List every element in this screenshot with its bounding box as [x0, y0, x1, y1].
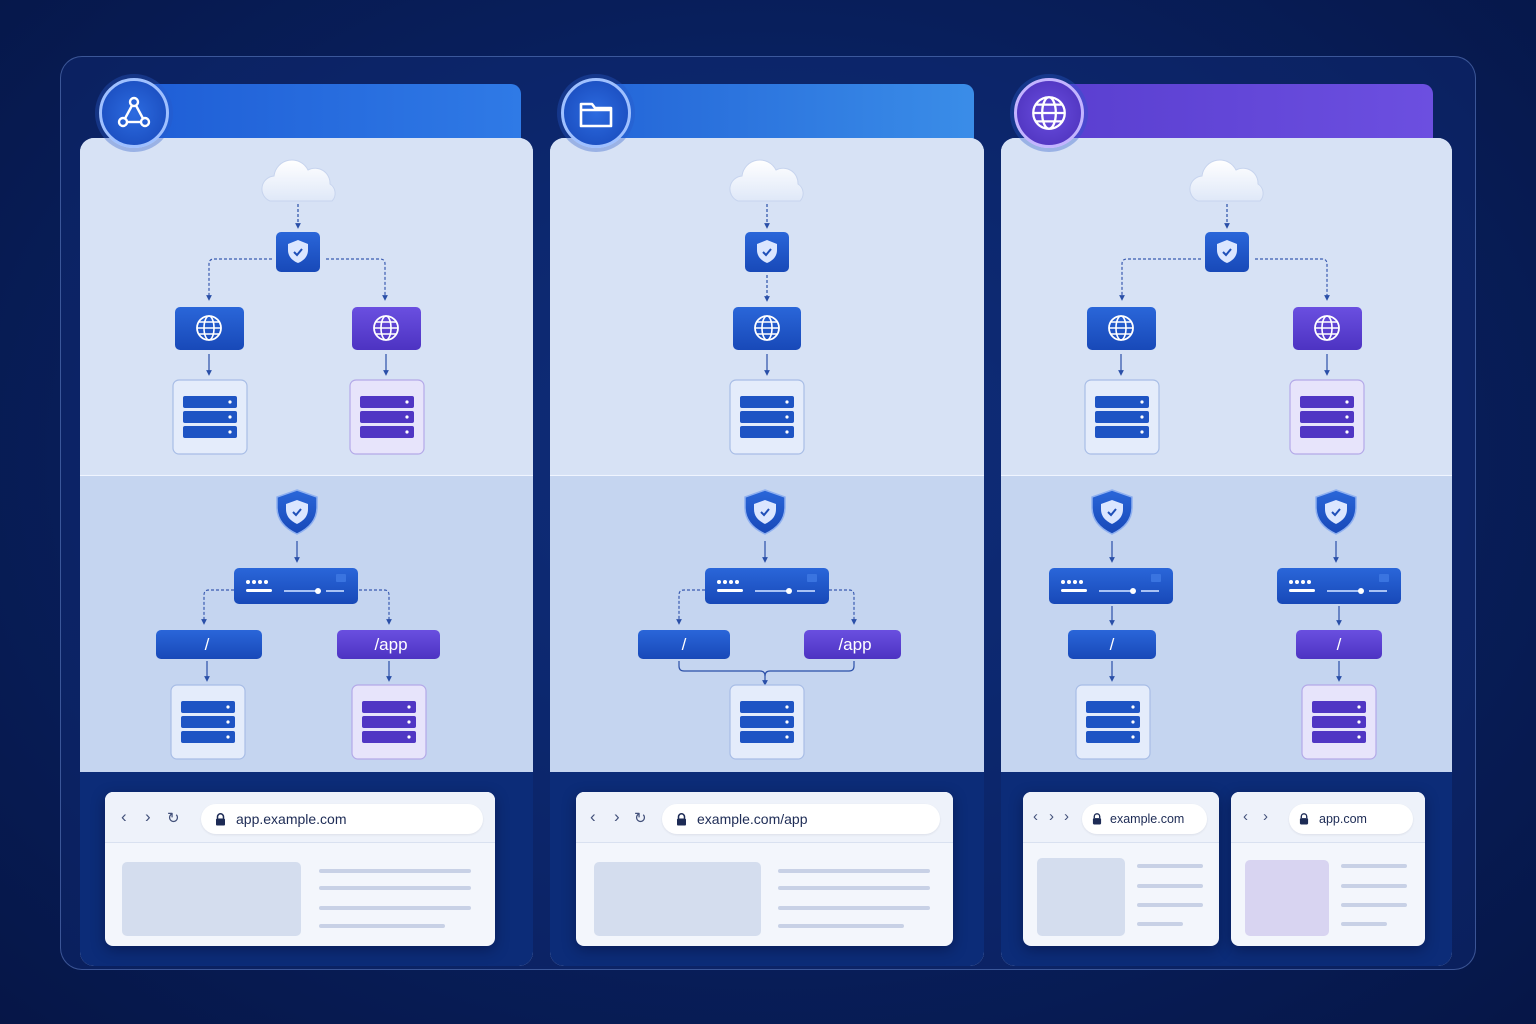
globe-icon	[1014, 78, 1084, 148]
browser-toolbar: ‹ › ↻ example.com/app	[576, 792, 953, 843]
shield-icon	[1091, 489, 1133, 535]
server-icon	[349, 379, 425, 455]
text-line-placeholder	[778, 924, 904, 928]
address-url: example.com/app	[697, 811, 808, 827]
content-image-placeholder	[1245, 860, 1329, 936]
route-label-box	[1068, 630, 1156, 659]
shield-icon	[744, 231, 790, 273]
reverse-proxy	[1277, 568, 1401, 604]
server-icon	[1084, 379, 1160, 455]
panel-c-flow: / /	[1049, 159, 1401, 760]
server-icon	[729, 379, 805, 455]
route-label: /app	[374, 635, 407, 654]
text-line-placeholder	[778, 906, 930, 910]
text-line-placeholder	[1137, 922, 1183, 926]
reload-button[interactable]: ↻	[167, 810, 180, 827]
shield-icon	[1204, 231, 1250, 273]
text-line-placeholder	[1137, 864, 1203, 868]
content-image-placeholder	[122, 862, 301, 936]
server-icon	[729, 684, 805, 760]
text-line-placeholder	[1341, 884, 1407, 888]
cloud-icon	[1189, 159, 1264, 202]
browser-toolbar: ‹ › ↻ app.example.com	[105, 792, 495, 843]
server-icon	[170, 684, 246, 760]
text-line-placeholder	[319, 869, 471, 873]
browser-window: ‹ › ↻ app.example.com	[105, 792, 495, 946]
text-line-placeholder	[319, 886, 471, 890]
address-bar[interactable]: app.com	[1289, 804, 1413, 834]
server-icon	[1289, 379, 1365, 455]
text-line-placeholder	[1341, 922, 1387, 926]
forward-button[interactable]: ›	[1049, 808, 1054, 825]
server-icon	[351, 684, 427, 760]
reverse-proxy	[705, 568, 829, 604]
server-icon	[1301, 684, 1377, 760]
panel-header-separate-domains	[1058, 84, 1433, 140]
reverse-proxy	[1049, 568, 1173, 604]
cloud-icon	[729, 159, 804, 202]
shield-icon	[276, 489, 318, 535]
cloud-icon	[261, 159, 336, 202]
lock-icon	[676, 812, 687, 826]
route-label: /app	[838, 635, 871, 654]
shield-icon	[1315, 489, 1357, 535]
route-label: /	[1337, 635, 1342, 654]
back-button[interactable]: ‹	[590, 807, 596, 826]
back-button[interactable]: ‹	[1033, 808, 1038, 825]
lock-icon	[215, 812, 226, 826]
panel-b-flow: / /app	[638, 159, 901, 760]
route-label-box	[1296, 630, 1382, 659]
browser-window: ‹ › › example.com	[1023, 792, 1219, 946]
browser-window: ‹ › ↻ example.com/app	[576, 792, 953, 946]
text-line-placeholder	[319, 924, 445, 928]
text-line-placeholder	[1341, 864, 1407, 868]
route-label-box	[638, 630, 730, 659]
address-url: example.com	[1110, 812, 1185, 826]
back-button[interactable]: ‹	[121, 807, 127, 826]
lock-icon	[1092, 813, 1102, 825]
forward-button[interactable]: ›	[1064, 808, 1069, 825]
text-line-placeholder	[1137, 884, 1203, 888]
server-icon	[172, 379, 248, 455]
content-image-placeholder	[594, 862, 761, 936]
reload-button[interactable]: ↻	[634, 810, 647, 827]
browser-window: ‹ › app.com	[1231, 792, 1425, 946]
route-label-box	[804, 630, 901, 659]
forward-button[interactable]: ›	[614, 807, 620, 826]
panel-a-flow: / /app	[156, 159, 440, 760]
address-bar[interactable]: app.example.com	[201, 804, 483, 834]
address-bar[interactable]: example.com	[1082, 804, 1207, 834]
network-nodes-icon	[99, 78, 169, 148]
route-label: /	[205, 635, 210, 654]
forward-button[interactable]: ›	[145, 807, 151, 826]
folder-icon	[561, 78, 631, 148]
panel-header-subdomain	[140, 84, 521, 140]
browser-toolbar: ‹ › app.com	[1231, 792, 1425, 843]
back-button[interactable]: ‹	[1243, 808, 1248, 825]
text-line-placeholder	[778, 869, 930, 873]
text-line-placeholder	[1341, 903, 1407, 907]
address-bar[interactable]: example.com/app	[662, 804, 940, 834]
route-label-box	[337, 630, 440, 659]
text-line-placeholder	[319, 906, 471, 910]
forward-button[interactable]: ›	[1263, 808, 1268, 825]
route-label: /	[1110, 635, 1115, 654]
content-image-placeholder	[1037, 858, 1125, 936]
lock-icon	[1299, 813, 1309, 825]
reverse-proxy	[234, 568, 358, 604]
text-line-placeholder	[778, 886, 930, 890]
browser-toolbar: ‹ › › example.com	[1023, 792, 1219, 843]
address-url: app.example.com	[236, 811, 347, 827]
panel-header-subpath	[600, 84, 974, 140]
text-line-placeholder	[1137, 903, 1203, 907]
shield-icon	[744, 489, 786, 535]
route-label-box	[156, 630, 262, 659]
server-icon	[1075, 684, 1151, 760]
shield-icon	[275, 231, 321, 273]
address-url: app.com	[1319, 812, 1367, 826]
route-label: /	[682, 635, 687, 654]
